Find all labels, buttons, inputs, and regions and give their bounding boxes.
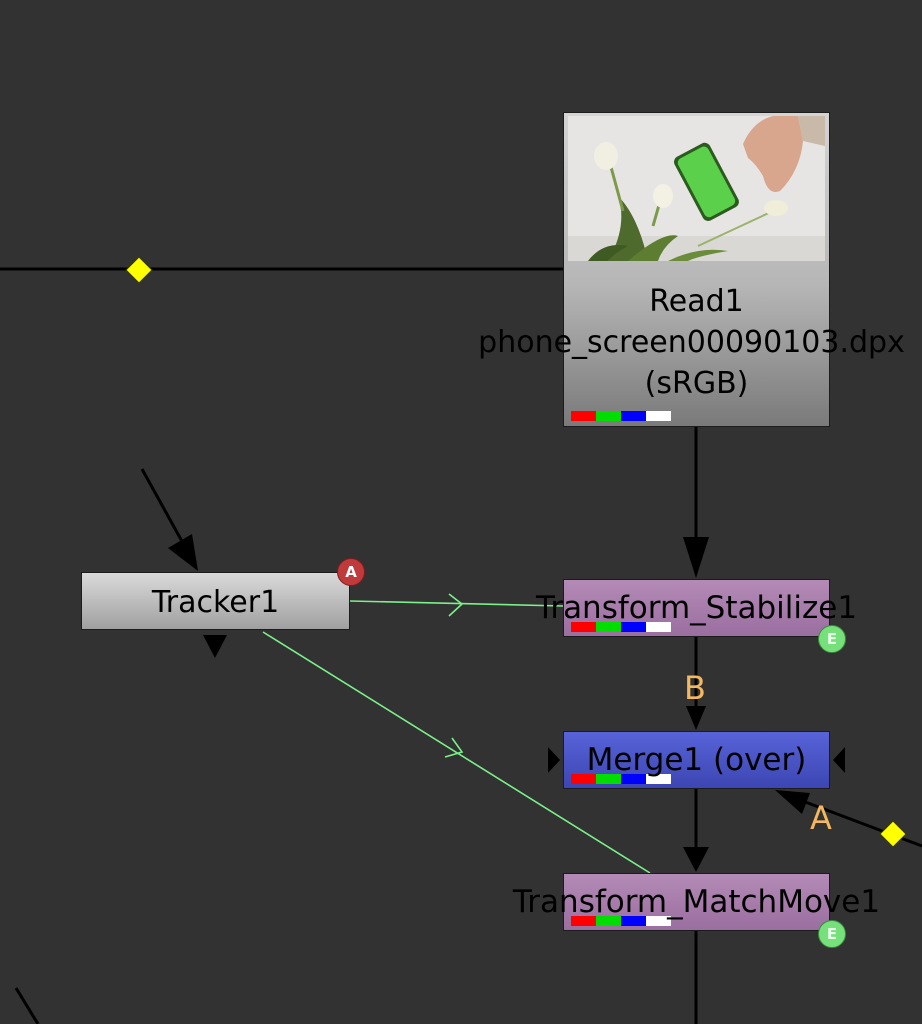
thumbnail-image (568, 116, 825, 261)
merge-left-arrow (548, 747, 560, 773)
wire-dot (125, 256, 153, 284)
merge-input-a-label: A (810, 799, 832, 837)
arrowhead-stabilize-input (683, 537, 709, 578)
arrowhead-matchmove-input (683, 847, 709, 872)
channel-indicator (571, 774, 671, 784)
wire-bottom-left (14, 987, 40, 1024)
read1-title: Read1 (649, 284, 744, 319)
tracker1-title: Tracker1 (151, 585, 280, 620)
tracker-output-arrow (203, 635, 227, 658)
transform-matchmove-node[interactable]: Transform_MatchMove1 (513, 873, 880, 931)
arrowhead-tracker-input (168, 534, 198, 571)
animated-badge-icon: A (337, 558, 365, 586)
transform-stabilize-node[interactable]: Transform_Stabilize1 (536, 579, 857, 637)
arrowhead-merge-b (686, 706, 706, 730)
wire-tracker-input (140, 468, 186, 546)
read1-node[interactable]: Read1 phone_screen00090103.dpx (sRGB) (478, 112, 905, 427)
merge-right-arrow (833, 747, 845, 773)
arrowhead-merge-a (775, 790, 810, 814)
tracker1-node[interactable]: Tracker1 (81, 572, 350, 630)
merge-input-b-label: B (684, 669, 706, 707)
channel-indicator (571, 916, 671, 926)
channel-indicator (571, 622, 671, 632)
link-arrow-stabilize (448, 593, 464, 617)
expression-badge-icon: E (818, 625, 846, 653)
channel-indicator (571, 411, 671, 421)
read1-thumbnail (568, 116, 825, 261)
link-tracker-to-stabilize (349, 600, 564, 607)
read1-colorspace: (sRGB) (644, 366, 749, 401)
link-tracker-to-matchmove (262, 631, 651, 874)
link-arrow-matchmove (444, 737, 464, 758)
wire-dot-a (879, 820, 907, 848)
expression-badge-icon: E (818, 920, 846, 948)
merge1-node[interactable]: Merge1 (over) (563, 731, 830, 789)
